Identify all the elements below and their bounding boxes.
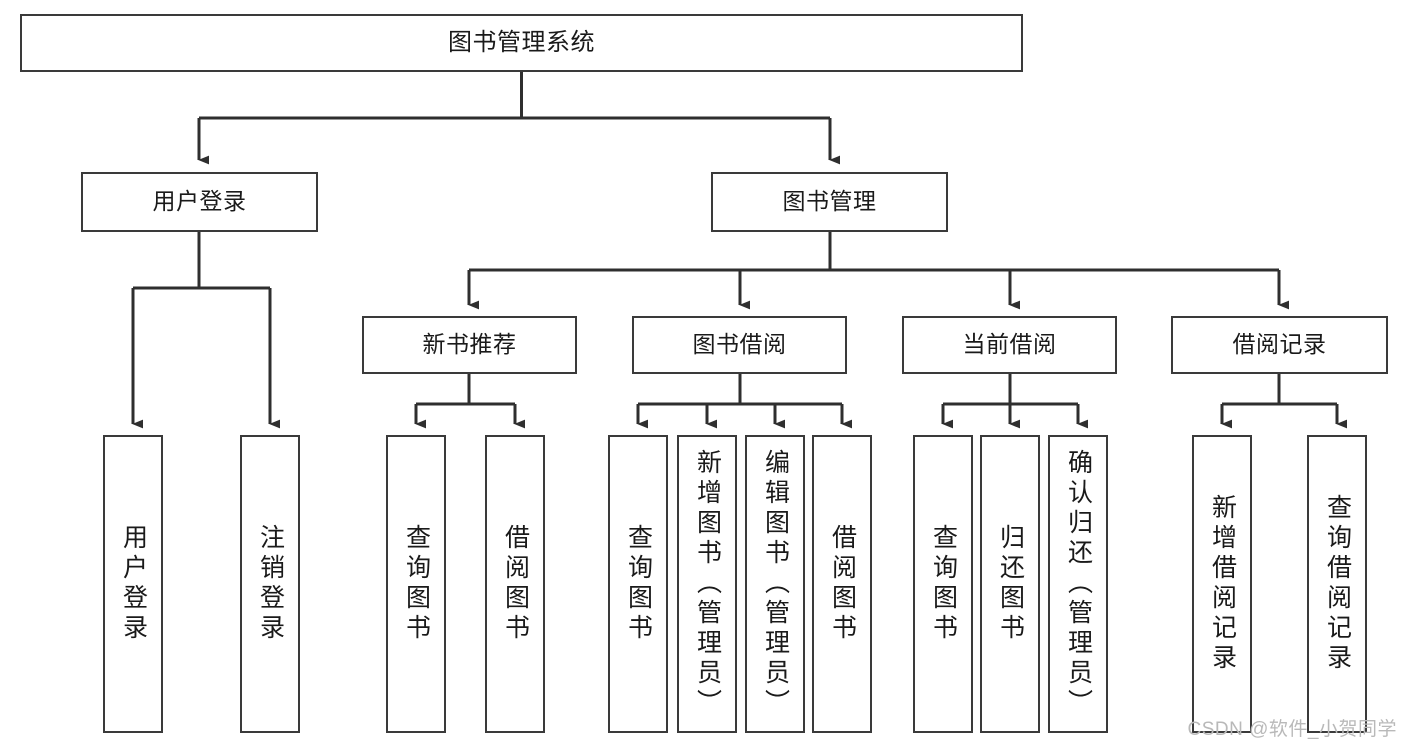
- node-label: 查询图书: [929, 524, 958, 644]
- node-label: 图书管理系统: [448, 28, 595, 56]
- node-label: 查询借阅记录: [1323, 494, 1352, 674]
- node-label: 新书推荐: [422, 331, 517, 358]
- node-leaf-query-book-2[interactable]: 查询图书: [608, 435, 668, 733]
- node-label: 查询图书: [402, 524, 431, 644]
- node-current-borrow[interactable]: 当前借阅: [902, 316, 1117, 374]
- node-label: 编辑图书（管理员）: [761, 449, 790, 719]
- node-new-book-recommend[interactable]: 新书推荐: [362, 316, 577, 374]
- node-label: 图书借阅: [692, 331, 787, 358]
- node-label: 用户登录: [152, 188, 247, 215]
- node-leaf-borrow-book-2[interactable]: 借阅图书: [812, 435, 872, 733]
- node-label: 新增借阅记录: [1208, 494, 1237, 674]
- node-label: 当前借阅: [962, 331, 1057, 358]
- node-label: 确认归还（管理员）: [1064, 449, 1093, 719]
- node-leaf-query-record[interactable]: 查询借阅记录: [1307, 435, 1367, 733]
- node-label: 借阅图书: [501, 524, 530, 644]
- node-leaf-borrow-book-1[interactable]: 借阅图书: [485, 435, 545, 733]
- node-leaf-query-book-1[interactable]: 查询图书: [386, 435, 446, 733]
- node-leaf-confirm-return[interactable]: 确认归还（管理员）: [1048, 435, 1108, 733]
- node-book-borrow[interactable]: 图书借阅: [632, 316, 847, 374]
- node-user-login[interactable]: 用户登录: [81, 172, 318, 232]
- node-leaf-query-book-3[interactable]: 查询图书: [913, 435, 973, 733]
- node-leaf-add-record[interactable]: 新增借阅记录: [1192, 435, 1252, 733]
- node-leaf-logout-login[interactable]: 注销登录: [240, 435, 300, 733]
- node-leaf-return-book[interactable]: 归还图书: [980, 435, 1040, 733]
- node-leaf-user-login[interactable]: 用户登录: [103, 435, 163, 733]
- node-leaf-add-book[interactable]: 新增图书（管理员）: [677, 435, 737, 733]
- node-label: 用户登录: [119, 524, 148, 644]
- node-label: 借阅图书: [828, 524, 857, 644]
- node-label: 注销登录: [256, 524, 285, 644]
- node-root-book-management-system[interactable]: 图书管理系统: [20, 14, 1023, 72]
- node-label: 新增图书（管理员）: [693, 449, 722, 719]
- node-label: 借阅记录: [1232, 331, 1327, 358]
- node-label: 查询图书: [624, 524, 653, 644]
- node-label: 归还图书: [996, 524, 1025, 644]
- node-leaf-edit-book[interactable]: 编辑图书（管理员）: [745, 435, 805, 733]
- node-book-management[interactable]: 图书管理: [711, 172, 948, 232]
- node-borrow-record[interactable]: 借阅记录: [1171, 316, 1388, 374]
- node-label: 图书管理: [782, 188, 877, 215]
